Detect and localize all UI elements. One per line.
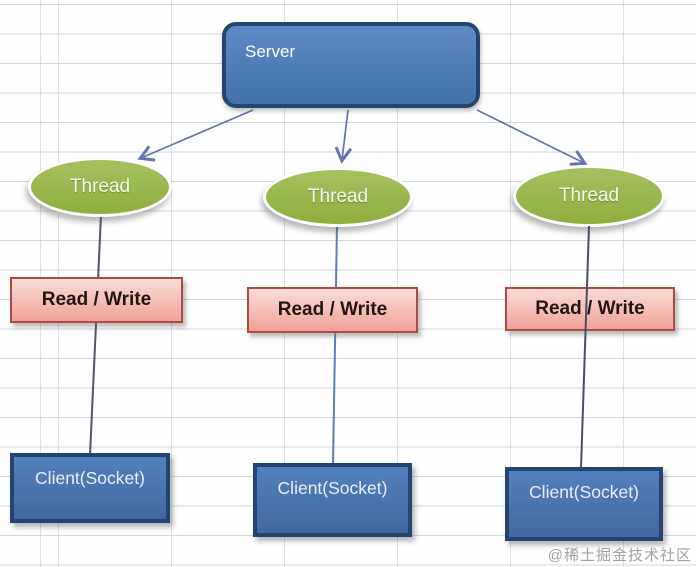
arrow-server-to-thread-3 (476, 109, 588, 166)
connector-thread-1-client-1 (89, 214, 102, 456)
thread-2-label: Thread (307, 186, 369, 207)
thread-1-label: Thread (69, 176, 131, 197)
arrow-server-to-thread-1 (137, 109, 254, 162)
connector-thread-2-client-2 (332, 223, 338, 466)
read-write-1-label: Read / Write (41, 289, 152, 310)
client-2-label: Client(Socket) (277, 478, 388, 498)
read-write-node-1: Read / Write (10, 277, 183, 323)
thread-node-2: Thread (263, 167, 413, 227)
read-write-node-2: Read / Write (247, 287, 418, 333)
thread-node-1: Thread (28, 157, 172, 217)
arrow-server-to-thread-2 (334, 109, 353, 164)
connector-thread-3-client-3 (580, 225, 590, 469)
server-label: Server (245, 42, 296, 61)
server-node: Server (222, 22, 480, 108)
read-write-node-3: Read / Write (505, 287, 675, 331)
client-node-2: Client(Socket) (253, 463, 412, 537)
read-write-2-label: Read / Write (277, 299, 388, 320)
client-1-label: Client(Socket) (35, 468, 145, 488)
thread-node-3: Thread (513, 165, 665, 227)
client-node-3: Client(Socket) (505, 467, 663, 541)
client-node-1: Client(Socket) (10, 453, 170, 523)
client-3-label: Client(Socket) (529, 482, 639, 502)
thread-3-label: Thread (558, 185, 620, 206)
watermark: @稀土掘金技术社区 (547, 547, 692, 564)
read-write-3-label: Read / Write (535, 298, 645, 319)
